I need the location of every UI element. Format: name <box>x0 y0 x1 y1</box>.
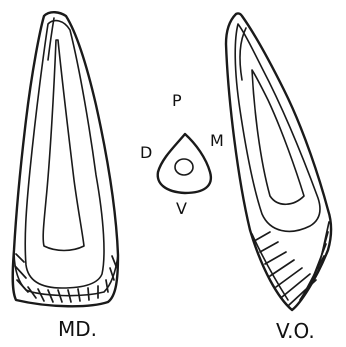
vo-outer-outline <box>226 13 331 310</box>
caption-md: MD. <box>58 317 97 341</box>
label-v: V <box>176 199 187 218</box>
cross-section-outline <box>158 134 211 193</box>
md-pulp-canal <box>43 40 84 251</box>
md-hatching <box>15 254 116 302</box>
label-p: P <box>172 91 182 110</box>
cross-section <box>158 134 211 193</box>
vo-hatching <box>256 222 329 305</box>
md-dentin-outline <box>25 21 104 288</box>
cross-section-pulp <box>175 159 193 175</box>
md-outer-outline <box>13 12 118 306</box>
md-tip-split <box>48 18 54 60</box>
label-d: D <box>140 143 152 162</box>
caption-vo: V.O. <box>276 319 315 343</box>
md-tooth-view <box>13 12 118 306</box>
vo-tooth-view <box>226 13 331 310</box>
vo-inner-outline <box>235 24 320 231</box>
label-m: M <box>210 131 224 150</box>
vo-pulp <box>252 70 304 204</box>
